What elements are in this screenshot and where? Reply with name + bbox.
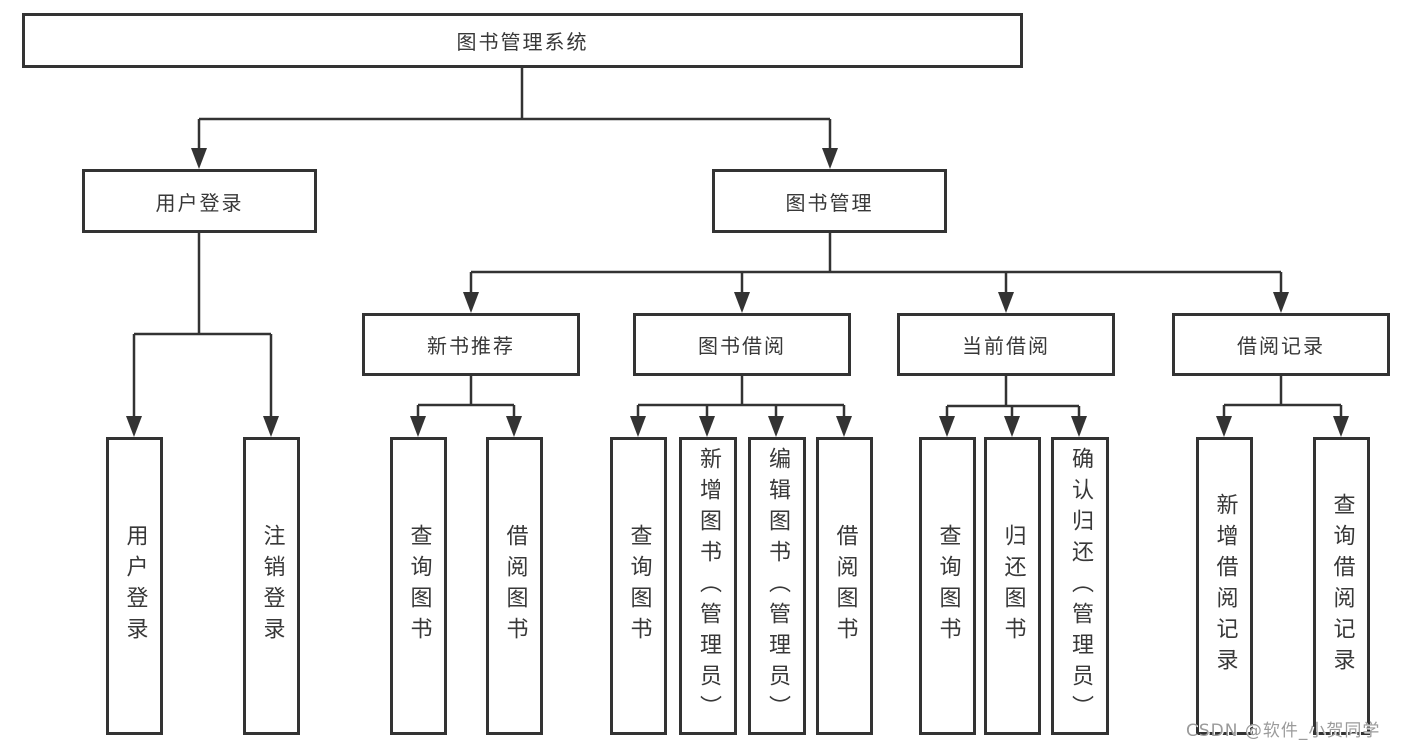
node-leaf-edit-books-admin: 编辑图书（管理员） bbox=[748, 437, 806, 735]
node-leaf-return-books: 归还图书 bbox=[984, 437, 1041, 735]
arrowhead-down-icon bbox=[822, 148, 838, 169]
node-library-system: 图书管理系统 bbox=[22, 13, 1023, 68]
node-leaf-borrow-books-1: 借阅图书 bbox=[486, 437, 543, 735]
arrowhead-down-icon bbox=[630, 416, 646, 437]
arrowhead-down-icon bbox=[699, 416, 715, 437]
arrowhead-down-icon bbox=[126, 416, 142, 437]
arrowhead-down-icon bbox=[1333, 416, 1349, 437]
arrowhead-down-icon bbox=[1004, 416, 1020, 437]
arrowhead-down-icon bbox=[998, 292, 1014, 313]
arrowhead-down-icon bbox=[1216, 416, 1232, 437]
node-leaf-confirm-return-admin: 确认归还（管理员） bbox=[1051, 437, 1109, 735]
arrowhead-down-icon bbox=[939, 416, 955, 437]
arrowhead-down-icon bbox=[263, 416, 279, 437]
node-leaf-query-books-3: 查询图书 bbox=[919, 437, 976, 735]
node-book-management: 图书管理 bbox=[712, 169, 947, 233]
arrowhead-down-icon bbox=[734, 292, 750, 313]
node-borrowing-records: 借阅记录 bbox=[1172, 313, 1390, 376]
arrowhead-down-icon bbox=[463, 292, 479, 313]
arrowhead-down-icon bbox=[1071, 416, 1087, 437]
arrowhead-down-icon bbox=[191, 148, 207, 169]
node-leaf-borrow-books-2: 借阅图书 bbox=[816, 437, 873, 735]
node-leaf-query-borrow-record: 查询借阅记录 bbox=[1313, 437, 1370, 735]
node-leaf-query-books-1: 查询图书 bbox=[390, 437, 447, 735]
arrowhead-down-icon bbox=[410, 416, 426, 437]
node-new-book-recommend: 新书推荐 bbox=[362, 313, 580, 376]
arrowhead-down-icon bbox=[768, 416, 784, 437]
node-leaf-query-books-2: 查询图书 bbox=[610, 437, 667, 735]
arrowhead-down-icon bbox=[836, 416, 852, 437]
node-user-login: 用户登录 bbox=[82, 169, 317, 233]
node-leaf-add-books-admin: 新增图书（管理员） bbox=[679, 437, 737, 735]
node-leaf-logout: 注销登录 bbox=[243, 437, 300, 735]
node-leaf-user-login: 用户登录 bbox=[106, 437, 163, 735]
node-leaf-add-borrow-record: 新增借阅记录 bbox=[1196, 437, 1253, 735]
arrowhead-down-icon bbox=[506, 416, 522, 437]
node-current-borrowing: 当前借阅 bbox=[897, 313, 1115, 376]
arrowhead-down-icon bbox=[1273, 292, 1289, 313]
watermark-text: CSDN @软件_小贺同学 bbox=[1186, 721, 1381, 741]
node-book-borrowing: 图书借阅 bbox=[633, 313, 851, 376]
